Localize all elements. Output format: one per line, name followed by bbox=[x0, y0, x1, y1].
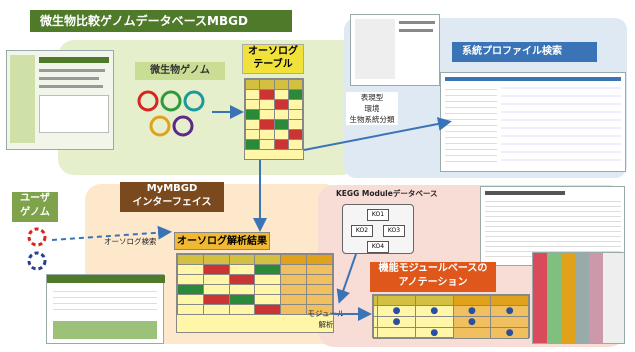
mymbgd-screenshot bbox=[46, 274, 165, 344]
genome-circle-green bbox=[160, 90, 182, 112]
arrow-table-to-phylo bbox=[303, 117, 452, 151]
genome-circle-red bbox=[137, 90, 159, 112]
kegg-node-ko3: KO3 bbox=[383, 225, 405, 237]
mymbgd-label: MyMBGD インターフェイス bbox=[120, 182, 224, 212]
ortholog-result-grid bbox=[176, 253, 334, 333]
kegg-module-box: KO1 KO2 KO3 KO4 bbox=[342, 204, 414, 254]
kegg-node-ko2: KO2 bbox=[351, 225, 373, 237]
user-genome-circles bbox=[27, 227, 47, 271]
phylo-search-screenshot bbox=[350, 14, 440, 86]
module-annotation-label: 機能モジュールベースの アノテーション bbox=[370, 262, 496, 292]
module-analysis-label: モジュール 解析 bbox=[307, 309, 345, 329]
module-result-grid: ●●●● ●● ●● bbox=[372, 294, 530, 339]
kegg-node-ko4: KO4 bbox=[367, 241, 389, 253]
phylo-search-label: 系統プロファイル検索 bbox=[452, 42, 597, 62]
phenotype-environment-label: 表現型 環境 生物系統分類 bbox=[346, 92, 398, 125]
genome-circle-teal bbox=[183, 90, 205, 112]
ortholog-search-label: オーソログ検索 bbox=[104, 237, 157, 246]
arrow-user-to-result bbox=[51, 225, 172, 241]
kegg-module-db-label: KEGG Moduleデータベース bbox=[336, 189, 438, 198]
arrow-kegg-to-module bbox=[336, 253, 357, 304]
mbgd-screenshot bbox=[6, 50, 114, 150]
phylo-profile-table bbox=[440, 72, 626, 172]
title-banner: 微生物比較ゲノムデータベースMBGD bbox=[30, 10, 292, 32]
annotation-screenshot bbox=[480, 186, 625, 266]
kegg-node-ko1: KO1 bbox=[367, 209, 389, 221]
genome-circles bbox=[137, 90, 205, 137]
genome-circle-purple bbox=[172, 115, 194, 137]
ortholog-result-label: オーソログ解析結果 bbox=[174, 232, 270, 250]
user-genome-label: ユーザ ゲノム bbox=[12, 192, 58, 222]
genome-label: 微生物ゲノム bbox=[135, 62, 225, 80]
ortholog-table-grid bbox=[244, 78, 304, 160]
module-color-table bbox=[532, 252, 625, 344]
ortholog-table-label: オーソログ テーブル bbox=[242, 44, 304, 74]
genome-circle-yellow bbox=[149, 115, 171, 137]
